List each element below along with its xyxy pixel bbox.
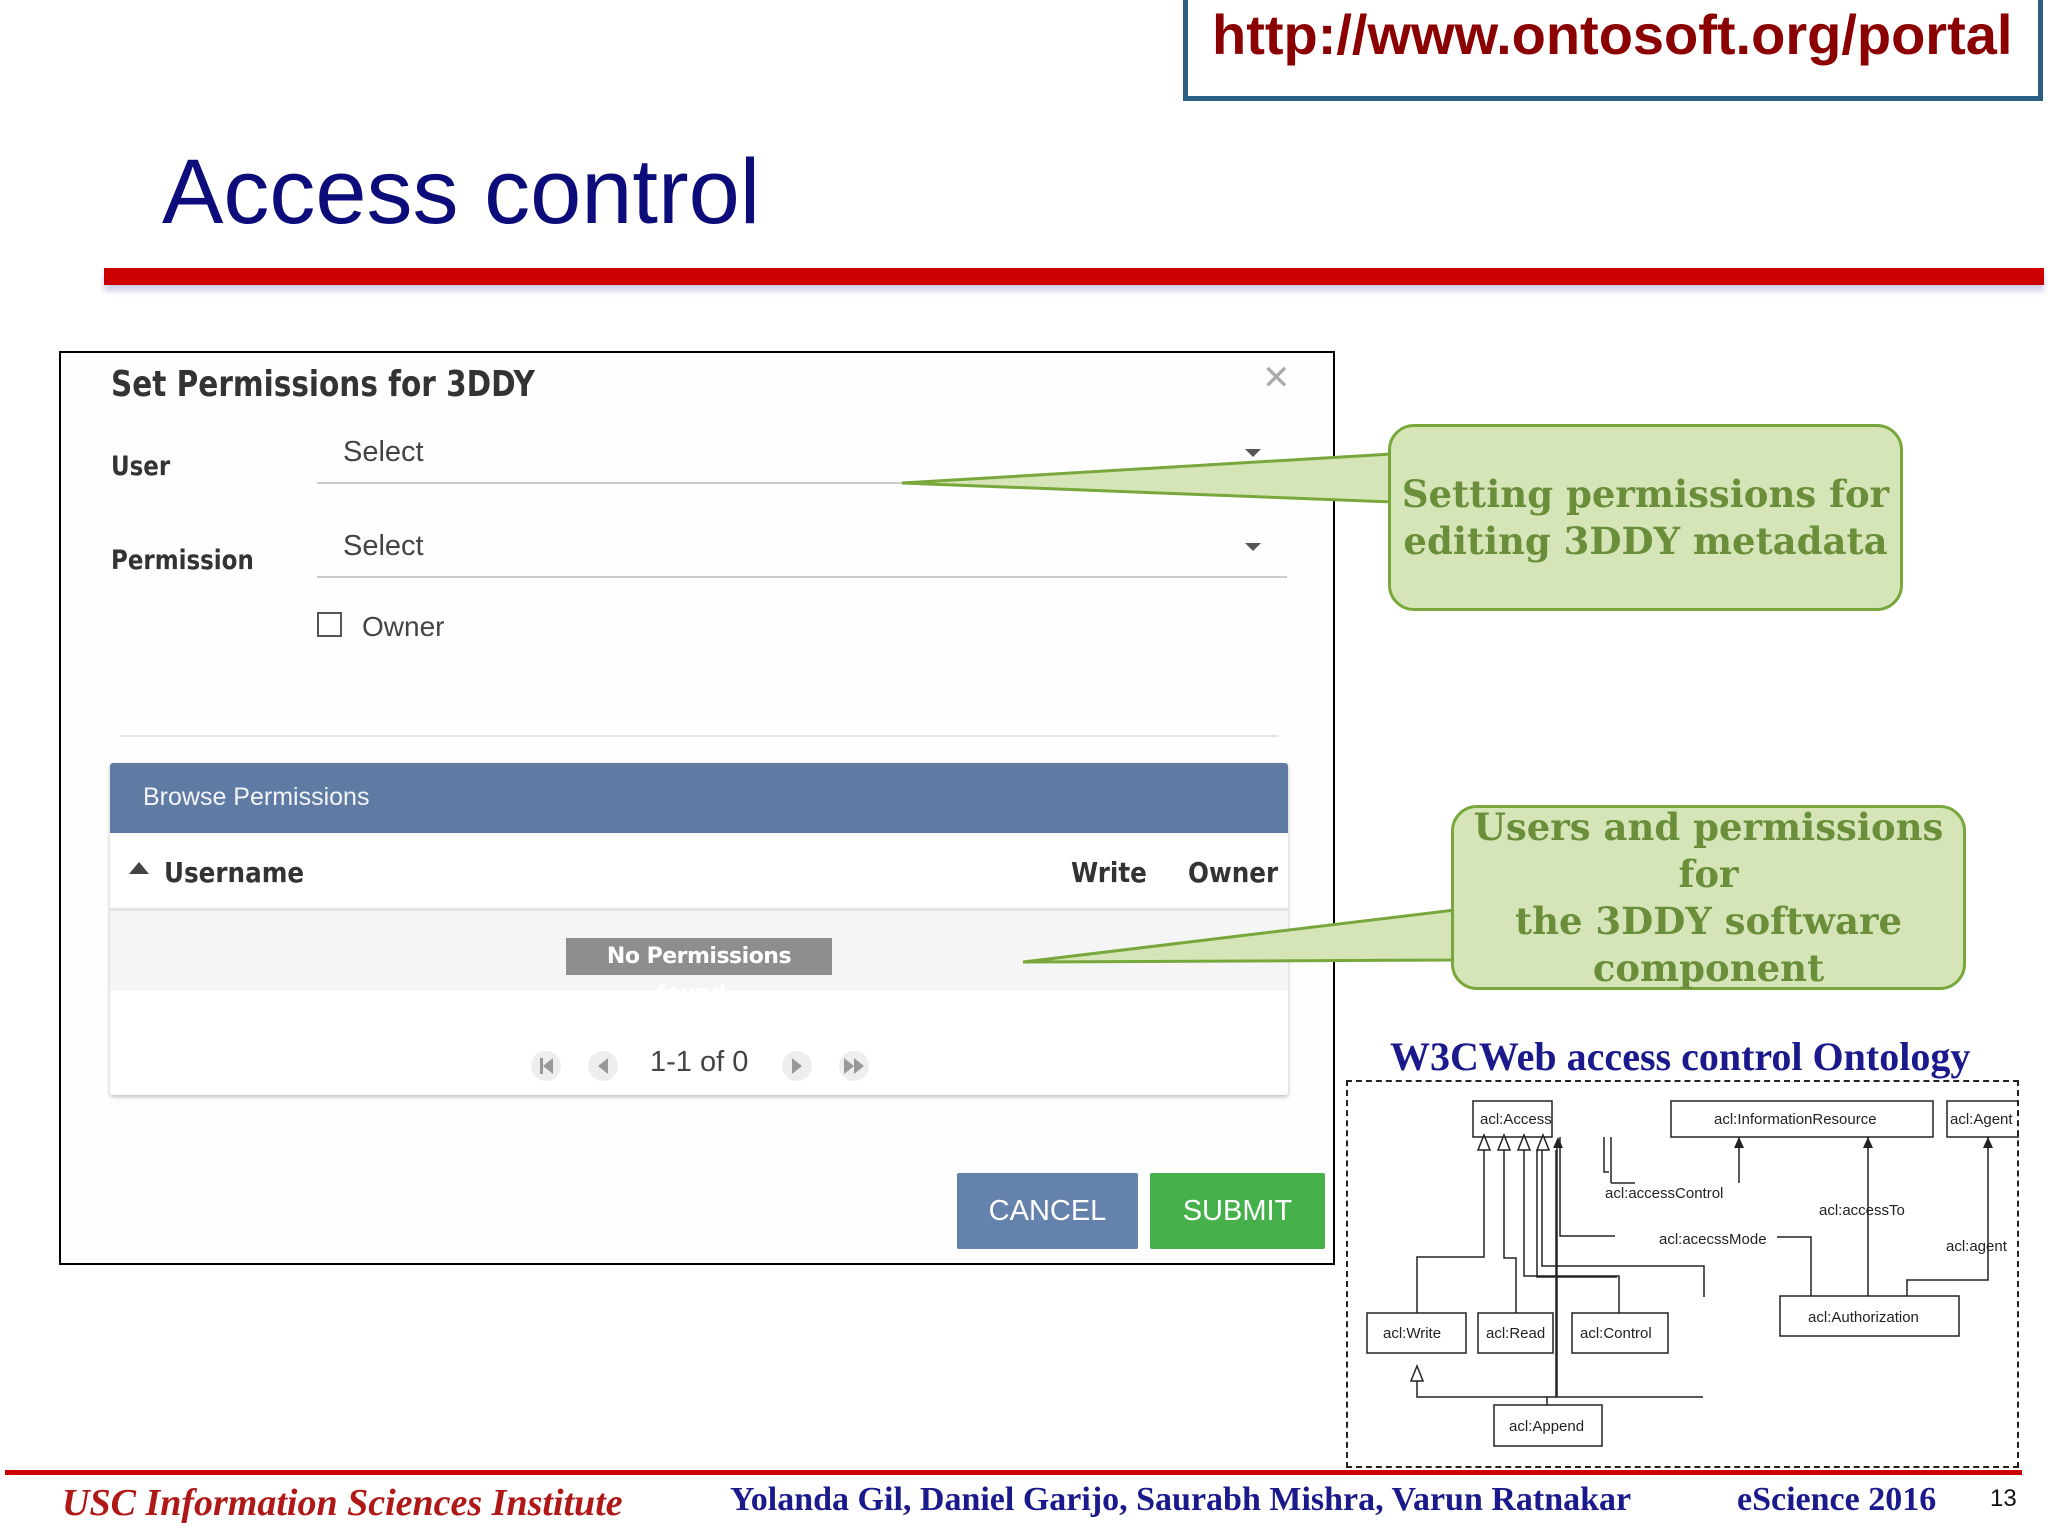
footer-event: eScience 2016 — [1737, 1481, 1937, 1518]
form-divider — [121, 735, 1278, 737]
user-select[interactable]: Select — [317, 418, 1287, 484]
first-page-icon — [539, 1058, 543, 1074]
chevron-right-icon — [792, 1058, 802, 1074]
column-header-write[interactable]: Write — [1071, 856, 1147, 889]
url-box — [1183, 0, 2043, 101]
label-write: acl:Write — [1383, 1325, 1441, 1342]
chevron-down-icon — [1245, 449, 1261, 457]
inheritance-arrow-4 — [1535, 1132, 1551, 1151]
pager-status: 1-1 of 0 — [650, 1046, 749, 1078]
callout-2-pointer — [1022, 908, 1457, 964]
label-agent-property: acl:agent — [1946, 1238, 2008, 1255]
association-arrow-agent — [1983, 1137, 1993, 1148]
callout-2-line-2: the 3DDY software — [1514, 898, 1902, 943]
portal-url[interactable]: http://www.ontosoft.org/portal — [1212, 3, 2013, 66]
label-information-resource: acl:InformationResource — [1714, 1111, 1877, 1128]
chevron-left-icon — [598, 1058, 608, 1074]
inheritance-arrow-3 — [1516, 1132, 1532, 1151]
class-box-information-resource — [1670, 1100, 1934, 1138]
submit-button[interactable]: SUBMIT — [1150, 1173, 1325, 1249]
first-page-button[interactable] — [531, 1051, 561, 1081]
title-divider — [104, 268, 2044, 285]
class-box-append — [1493, 1404, 1603, 1447]
owner-checkbox-label: Owner — [362, 611, 445, 642]
browse-panel-title: Browse Permissions — [143, 783, 370, 811]
last-page-icon — [844, 1058, 854, 1074]
association-arrow-resource-1 — [1734, 1137, 1744, 1148]
chevron-down-icon — [1245, 543, 1261, 551]
class-box-control — [1571, 1312, 1669, 1354]
close-icon[interactable]: ✕ — [1262, 359, 1291, 397]
label-access-control: acl:accessControl — [1605, 1185, 1723, 1202]
callout-1-pointer — [901, 452, 1394, 504]
callout-users-permissions: Users and permissions for the 3DDY softw… — [1451, 805, 1966, 990]
sort-ascending-icon[interactable] — [129, 862, 149, 874]
class-box-authorization — [1779, 1295, 1960, 1337]
dialog-title: Set Permissions for 3DDY — [111, 364, 535, 405]
prev-page-button[interactable] — [588, 1051, 618, 1081]
slide-title: Access control — [162, 141, 761, 243]
inheritance-arrow-5 — [1409, 1363, 1425, 1382]
label-append: acl:Append — [1509, 1418, 1584, 1435]
user-select-value: Select — [343, 436, 424, 468]
footer-authors: Yolanda Gil, Daniel Garijo, Saurabh Mish… — [730, 1481, 1632, 1518]
callout-1-line-1: Setting permissions for — [1401, 471, 1890, 516]
label-read: acl:Read — [1486, 1325, 1545, 1342]
column-header-owner[interactable]: Owner — [1188, 856, 1279, 889]
table-header-divider — [110, 908, 1288, 911]
user-label: User — [111, 451, 171, 482]
callout-setting-permissions: Setting permissions for editing 3DDY met… — [1388, 424, 1903, 611]
empty-state-badge: No Permissions found.. — [566, 938, 832, 1006]
label-agent: acl:Agent — [1950, 1111, 2013, 1128]
permission-select-value: Select — [343, 530, 424, 562]
last-page-button[interactable] — [839, 1051, 869, 1081]
column-header-username[interactable]: Username — [164, 856, 305, 889]
ontology-frame — [1346, 1080, 2019, 1468]
class-box-agent — [1946, 1100, 2019, 1138]
owner-checkbox[interactable] — [317, 612, 342, 637]
permission-label: Permission — [111, 545, 254, 576]
ontology-title: W3CWeb access control Ontology — [1390, 1034, 1971, 1079]
callout-2-line-1: Users and permissions for — [1473, 804, 1944, 896]
inheritance-arrow-2 — [1496, 1132, 1512, 1151]
label-control: acl:Control — [1580, 1325, 1652, 1342]
ontology-diagram: acl:Access acl:InformationResource acl:A… — [1366, 1100, 2019, 1447]
footer-divider — [5, 1470, 2022, 1475]
label-access: acl:Access — [1480, 1111, 1552, 1128]
association-arrow-access — [1553, 1137, 1563, 1148]
class-box-access — [1472, 1100, 1553, 1138]
next-page-button[interactable] — [782, 1051, 812, 1081]
label-access-mode: acl:acecssMode — [1659, 1231, 1767, 1248]
callout-2-line-3: component — [1592, 945, 1825, 990]
association-arrow-resource-2 — [1863, 1137, 1873, 1148]
callout-1-line-2: editing 3DDY metadata — [1403, 518, 1888, 563]
footer-institute: USC Information Sciences Institute — [62, 1482, 623, 1524]
label-authorization: acl:Authorization — [1808, 1309, 1919, 1326]
label-access-to: acl:accessTo — [1819, 1202, 1905, 1219]
page-number: 13 — [1990, 1485, 2017, 1512]
browse-panel-header — [110, 763, 1288, 833]
cancel-button[interactable]: CANCEL — [957, 1173, 1138, 1249]
inheritance-arrow-1 — [1476, 1132, 1492, 1151]
permission-select[interactable]: Select — [317, 512, 1287, 578]
